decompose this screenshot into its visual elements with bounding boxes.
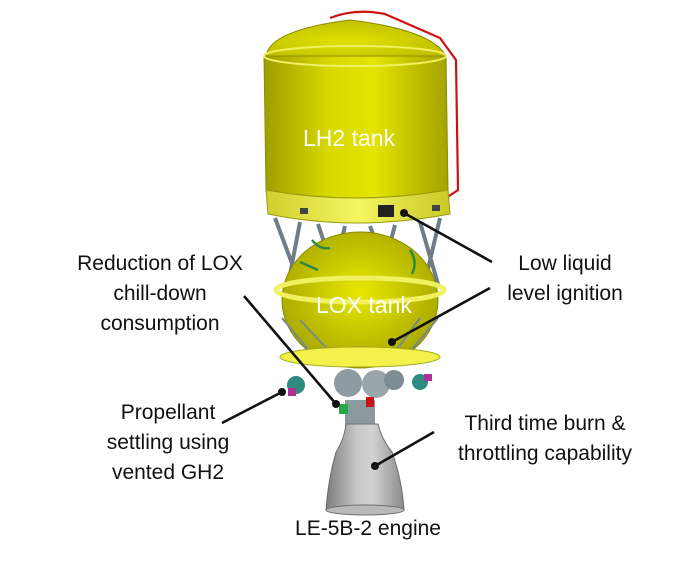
lh2-tank-dome (265, 19, 447, 57)
callout-line: Reduction of LOX (77, 252, 243, 275)
lox-tank-equator-ring (273, 275, 447, 305)
red-feed-pipe (329, 10, 460, 199)
lox-chilldown-callout: Reduction of LOX chill-down consumption (60, 249, 260, 339)
callout-line: settling using (106, 431, 230, 454)
thruster-valves (287, 374, 432, 396)
engine-nozzle (325, 423, 405, 511)
callout-line: Third time burn & (464, 412, 626, 435)
leader-lines (221, 211, 493, 468)
callout-line: throttling capability (458, 442, 632, 465)
third-burn-callout: Third time burn & throttling capability (430, 409, 660, 469)
leader-dots (278, 209, 408, 470)
engine-label: LE-5B-2 engine (295, 517, 441, 540)
callout-line: consumption (100, 312, 220, 335)
low-liquid-callout: Low liquid level ignition (495, 249, 635, 309)
green-valve (339, 404, 348, 414)
callout-line: Low liquid (518, 252, 612, 275)
nozzle-exit (325, 504, 405, 516)
propellant-settling-callout: Propellant settling using vented GH2 (88, 398, 248, 488)
callout-line: chill-down (113, 282, 207, 305)
small-fitting (300, 208, 308, 214)
callout-line: Propellant (120, 401, 216, 424)
lh2-tank-top-rim (263, 45, 447, 67)
thrust-ring (279, 346, 441, 368)
red-valve (366, 397, 374, 407)
lh2-tank-label: LH2 tank (303, 125, 396, 151)
sensor-box (378, 205, 394, 217)
lower-truss (281, 317, 439, 353)
lox-tank-label: LOX tank (316, 292, 412, 318)
callout-line: level ignition (507, 282, 623, 305)
small-fitting (432, 205, 440, 211)
gas-bottles (334, 369, 404, 398)
callout-line: vented GH2 (111, 461, 225, 484)
green-plumbing (299, 239, 416, 275)
